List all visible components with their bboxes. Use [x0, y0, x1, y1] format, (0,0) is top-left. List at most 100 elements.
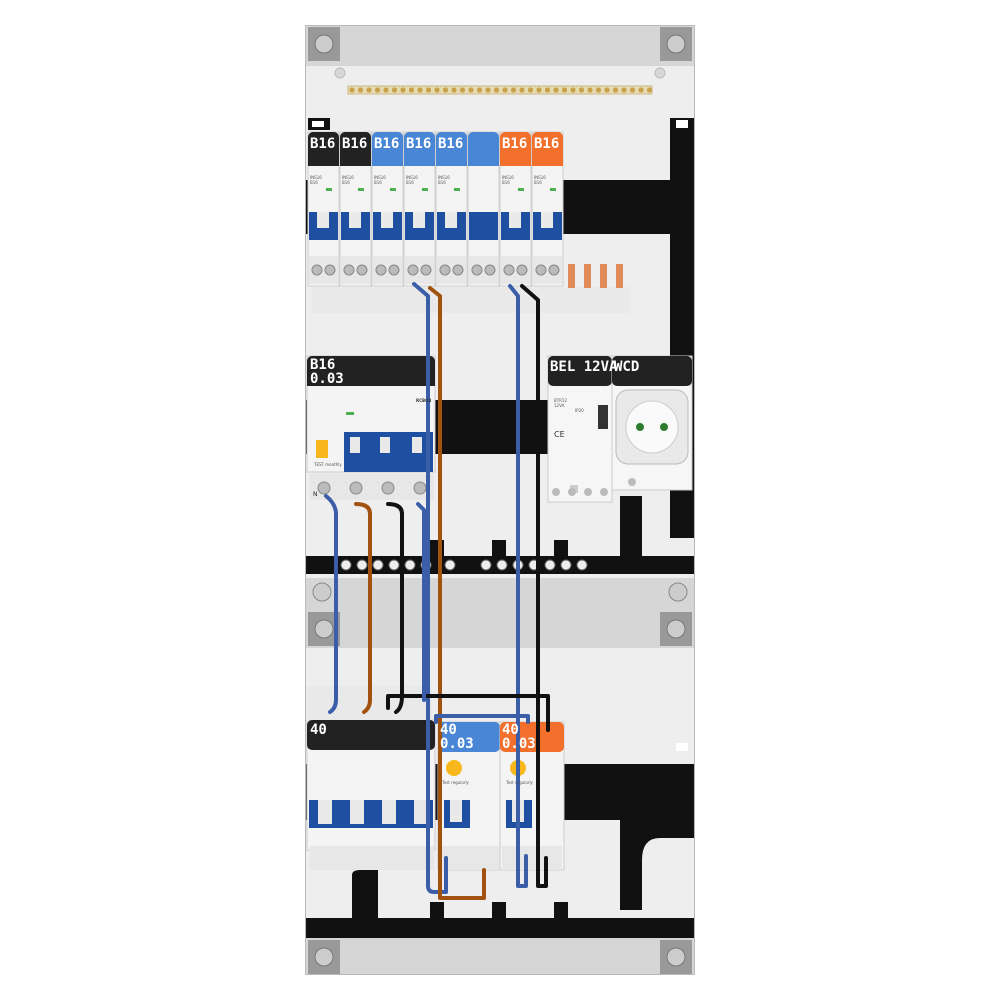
bell-model: BTR12 12VA	[554, 398, 568, 408]
earth-terminal	[374, 87, 381, 93]
earth-terminal	[357, 87, 364, 93]
bar-screw	[356, 559, 368, 571]
circuit-breaker[interactable]	[531, 131, 564, 287]
earth-terminal	[570, 87, 576, 93]
comb-busbar	[312, 287, 630, 313]
bar-post	[492, 902, 506, 920]
main-switch-label: 40	[310, 722, 327, 738]
din-socket[interactable]	[611, 355, 693, 491]
bar-post	[492, 540, 506, 558]
earth-terminal	[510, 87, 517, 93]
rcd-blue[interactable]	[437, 721, 501, 871]
wire-phase-rcd1	[428, 286, 486, 900]
breaker-label: B16	[374, 136, 400, 152]
rcbo-label: B16 0.03	[310, 357, 344, 387]
breaker-model: INS16 B16	[310, 175, 322, 185]
earth-terminal	[349, 87, 355, 93]
bar-post	[554, 902, 568, 920]
earth-terminal	[485, 87, 491, 93]
earth-terminal	[604, 87, 610, 93]
row1-breakers	[307, 131, 564, 287]
main-switch[interactable]	[306, 719, 436, 870]
circuit-breaker[interactable]	[499, 131, 532, 287]
rcbo-test-text: TEST monthly	[314, 462, 342, 467]
bar-screw	[388, 559, 400, 571]
bar-screw	[576, 559, 588, 571]
mounting-screw-icon	[308, 940, 340, 974]
cover-hole	[654, 67, 666, 79]
bottom-neutral-bar	[306, 918, 694, 938]
breaker-model: INS16 B16	[374, 175, 386, 185]
earth-terminal	[442, 87, 449, 93]
earth-terminal	[400, 87, 406, 93]
breaker-label: B16	[342, 136, 368, 152]
earth-terminal	[408, 87, 415, 93]
wire-main-to-rcd	[386, 694, 550, 732]
mounting-screw-icon	[660, 612, 692, 646]
bar-screw	[480, 559, 492, 571]
earth-terminal	[646, 87, 653, 93]
mounting-screw-icon	[308, 27, 340, 61]
earth-terminal	[621, 87, 627, 93]
earth-terminal	[493, 87, 500, 93]
wire-neutral-rcd1	[412, 282, 448, 894]
wire-rcbo-phase2	[386, 502, 404, 714]
earth-terminal	[587, 87, 593, 93]
circuit-breaker[interactable]	[339, 131, 372, 287]
breaker-label: B16	[406, 136, 432, 152]
breaker-model: INS16 B16	[534, 175, 546, 185]
earth-terminal	[612, 87, 619, 93]
bell-ce: CE	[554, 430, 565, 439]
wire-rcbo-neutral	[324, 494, 338, 714]
din-rail-support	[670, 118, 694, 238]
bar-post	[554, 540, 568, 558]
rail-clip	[676, 120, 688, 128]
breaker-model: INS16 B16	[438, 175, 450, 185]
rcd1-label: 40 0.03	[440, 722, 474, 752]
earth-terminal	[536, 87, 542, 93]
wire-neutral-rcd2	[508, 284, 528, 888]
breaker-label: B16	[502, 136, 528, 152]
breaker-label: B16	[438, 136, 464, 152]
earth-terminal	[417, 87, 423, 93]
earth-terminal	[519, 87, 525, 93]
bottom-cover	[306, 938, 694, 974]
breaker-model: INS16 B16	[502, 175, 514, 185]
bar-screw	[496, 559, 508, 571]
rcbo-module[interactable]	[306, 355, 436, 500]
circuit-breaker[interactable]	[435, 131, 468, 287]
earth-terminal	[544, 87, 551, 93]
wire-rcbo-phase	[354, 502, 372, 714]
bar-screw	[444, 559, 456, 571]
earth-terminal	[638, 87, 644, 93]
rcbo-model: RCBO4	[416, 398, 432, 403]
circuit-breaker[interactable]	[403, 131, 436, 287]
earth-terminal	[425, 87, 432, 93]
circuit-breaker[interactable]	[371, 131, 404, 287]
din-rail-support	[620, 820, 694, 910]
cover-hole	[334, 67, 346, 79]
bell-ip: IP20	[575, 408, 584, 413]
earth-terminal	[578, 87, 585, 93]
circuit-breaker[interactable]	[307, 131, 340, 287]
earth-terminal	[476, 87, 483, 93]
middle-cover	[306, 578, 694, 648]
earth-terminal	[391, 87, 398, 93]
bar-post	[352, 870, 378, 918]
bar-screw	[560, 559, 572, 571]
rcd2-label: 40 0.03	[502, 722, 536, 752]
earth-terminal	[434, 87, 440, 93]
cover-screw	[312, 582, 332, 602]
bell-transformer[interactable]	[547, 355, 613, 503]
bar-post	[620, 496, 642, 558]
bar-screw	[372, 559, 384, 571]
breaker-label: B16	[310, 136, 336, 152]
earth-terminal	[527, 87, 534, 93]
circuit-breaker[interactable]	[467, 131, 500, 287]
breaker-label: B16	[534, 136, 560, 152]
top-cover	[306, 26, 694, 66]
rcd1-test-text: Test regularly	[442, 780, 469, 785]
bar-post	[430, 902, 444, 920]
bell-transformer-label: BEL 12VA	[550, 359, 618, 375]
